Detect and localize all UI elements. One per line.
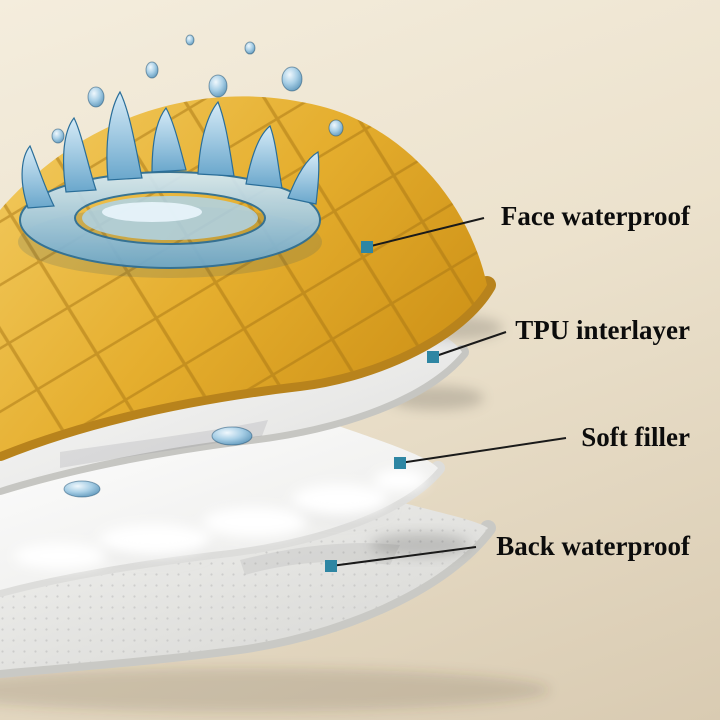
label-tpu-interlayer: TPU interlayer xyxy=(515,315,690,345)
splash-spikes xyxy=(21,90,320,209)
label-back-waterproof: Back waterproof xyxy=(496,531,690,561)
connector-line-face xyxy=(366,217,485,248)
water-splash-graphic xyxy=(18,34,344,278)
layer-marker-filler-icon xyxy=(394,457,406,469)
layer-marker-back-icon xyxy=(325,560,337,572)
annotations xyxy=(330,217,567,567)
layer-marker-face-icon xyxy=(361,241,373,253)
ground-shadow xyxy=(0,668,550,712)
label-face-waterproof: Face waterproof xyxy=(500,201,690,231)
connector-line-tpu xyxy=(432,331,507,358)
layer-markers xyxy=(325,241,439,572)
layer-marker-tpu-icon xyxy=(427,351,439,363)
label-soft-filler: Soft filler xyxy=(581,422,690,452)
fluff-texture xyxy=(14,469,426,569)
connector-line-back xyxy=(330,546,477,567)
splash-droplets xyxy=(51,34,344,144)
connector-line-filler xyxy=(399,437,567,464)
